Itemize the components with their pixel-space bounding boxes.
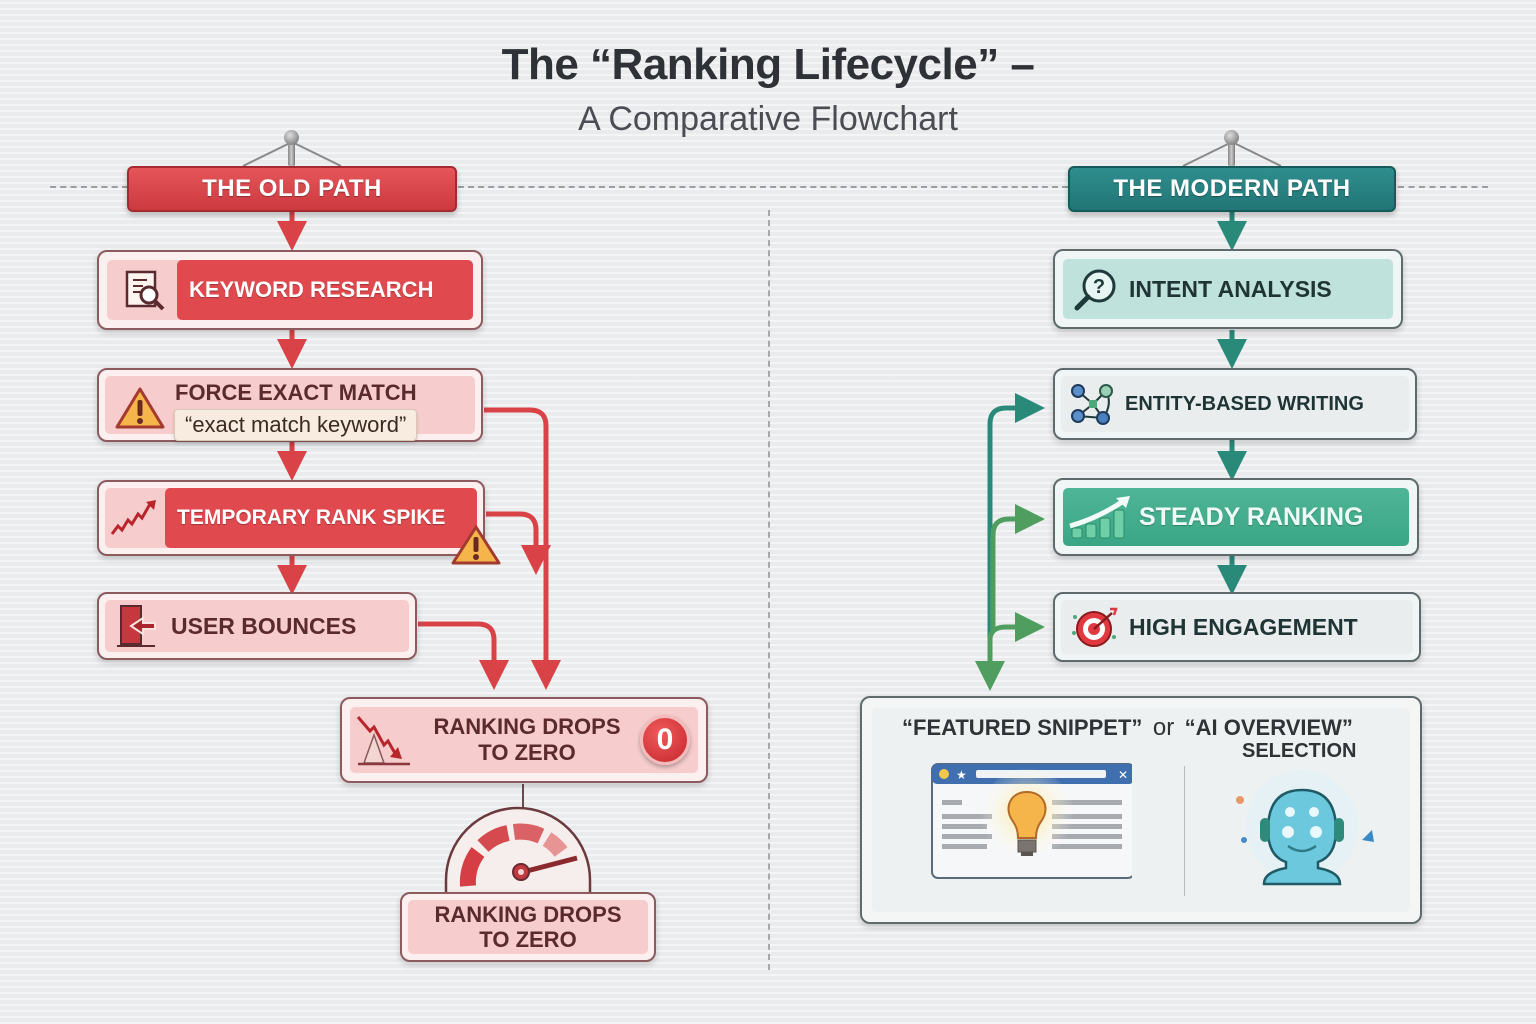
sign-hanger [237, 130, 347, 166]
step-label: ENTITY-BASED WRITING [1125, 392, 1364, 415]
warning-icon [105, 380, 175, 430]
old-path-heading: THE OLD PATH [127, 166, 457, 212]
page-title: The “Ranking Lifecycle” – [501, 40, 1035, 89]
step-label: USER BOUNCES [171, 612, 357, 639]
final-label-line1: RANKING DROPS [434, 902, 622, 927]
final-label-line2: TO ZERO [479, 927, 577, 952]
keyword-tag: “exact match keyword” [174, 409, 418, 441]
or-label: or [1152, 714, 1175, 741]
step-label-line2: TO ZERO [478, 740, 576, 765]
browser-lightbulb-icon: ★ ✕ [922, 762, 1135, 893]
divider-line [458, 186, 1068, 188]
step-steady-ranking[interactable]: STEADY RANKING [1053, 478, 1419, 556]
falling-chart-icon [350, 713, 414, 767]
outcome-divider [1184, 766, 1185, 896]
step-label: INTENT ANALYSIS [1129, 275, 1332, 302]
step-label: FORCE EXACT MATCH [175, 380, 417, 405]
step-ranking-drops-to-zero[interactable]: RANKING DROPS TO ZERO 0 [340, 697, 708, 783]
divider-line [50, 186, 128, 188]
step-label: HIGH ENGAGEMENT [1129, 613, 1358, 640]
svg-text:?: ? [1093, 276, 1105, 298]
ai-robot-head-icon [1222, 770, 1382, 895]
zero-badge: 0 [640, 715, 690, 765]
entity-graph-icon [1061, 382, 1125, 426]
document-search-icon [107, 268, 177, 312]
svg-text:★: ★ [956, 768, 967, 782]
spike-chart-icon [105, 498, 165, 538]
selection-label: SELECTION [1242, 740, 1357, 762]
step-keyword-research[interactable]: KEYWORD RESEARCH [97, 250, 483, 330]
target-icon [1061, 605, 1129, 649]
step-temporary-rank-spike[interactable]: TEMPORARY RANK SPIKE [97, 480, 485, 556]
step-label: STEADY RANKING [1139, 502, 1364, 531]
warning-icon [450, 524, 502, 571]
page-subtitle: A Comparative Flowchart [578, 100, 958, 138]
exit-door-icon [105, 604, 171, 648]
step-label: TEMPORARY RANK SPIKE [177, 506, 446, 529]
center-divider [768, 210, 770, 970]
modern-path-heading: THE MODERN PATH [1068, 166, 1396, 212]
featured-snippet-label: “FEATURED SNIPPET” [902, 715, 1143, 740]
question-magnifier-icon: ? [1063, 266, 1129, 312]
ai-overview-label: “AI OVERVIEW” [1184, 715, 1353, 740]
step-high-engagement[interactable]: HIGH ENGAGEMENT [1053, 592, 1421, 662]
step-label-line1: RANKING DROPS [433, 714, 621, 739]
outcome-panel[interactable]: “FEATURED SNIPPET” or “AI OVERVIEW” SELE… [860, 696, 1422, 924]
step-user-bounces[interactable]: USER BOUNCES [97, 592, 417, 660]
growth-chart-icon [1063, 494, 1139, 540]
final-ranking-drops[interactable]: RANKING DROPS TO ZERO [400, 892, 656, 962]
step-entity-based-writing[interactable]: ENTITY-BASED WRITING [1053, 368, 1417, 440]
divider-line [1398, 186, 1488, 188]
step-label: KEYWORD RESEARCH [189, 277, 434, 302]
sign-hanger [1177, 130, 1287, 166]
step-intent-analysis[interactable]: ? INTENT ANALYSIS [1053, 249, 1403, 329]
svg-text:✕: ✕ [1118, 768, 1128, 782]
speedometer-icon [443, 806, 593, 905]
